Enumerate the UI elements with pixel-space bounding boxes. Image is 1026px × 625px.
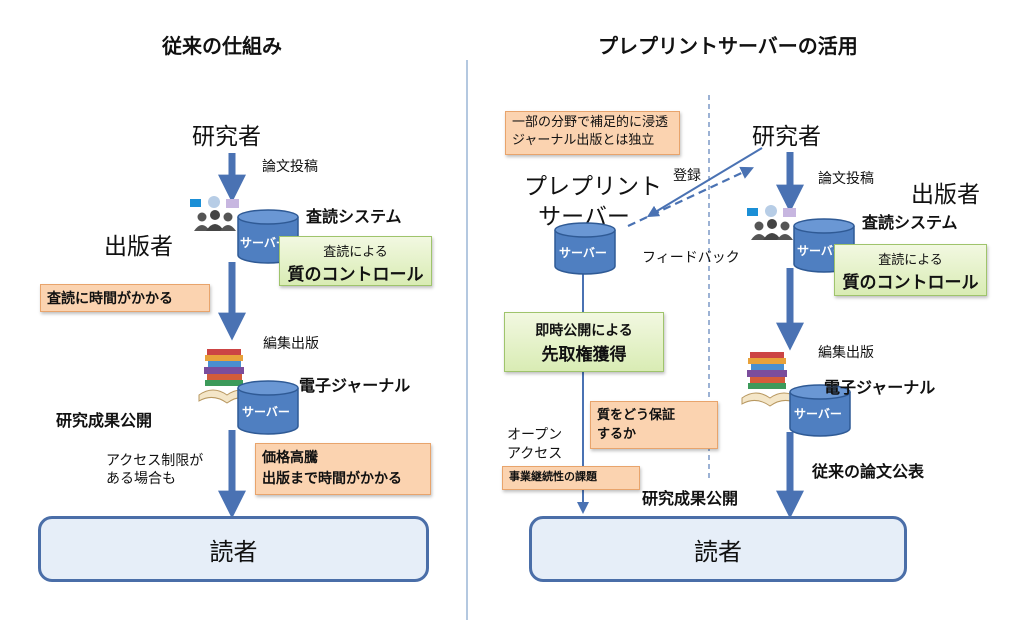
instant-publish-box: 即時公開による 先取権獲得 [504, 312, 664, 372]
left-price-note-line2: 出版まで時間がかかる [262, 471, 402, 487]
left-submission-label: 論文投稿 [262, 159, 318, 175]
open-access-label: オープン アクセス [507, 426, 562, 464]
instant-line1: 即時公開による [535, 323, 633, 339]
left-server2-label: サーバー [242, 405, 290, 419]
left-server-label: サーバー [240, 236, 288, 250]
right-server2-label: サーバー [794, 407, 842, 421]
left-result-publish: 研究成果公開 [56, 411, 153, 430]
right-reader-box: 読者 [529, 516, 907, 582]
left-reader-label: 読者 [209, 537, 258, 566]
left-quality-control: 質のコントロール [287, 265, 424, 285]
left-review-system: 査読システム [306, 207, 402, 226]
open-access-line2: アクセス [507, 446, 563, 462]
business-note: 事業継続性の課題 [502, 466, 640, 490]
feedback-arrow [627, 166, 754, 227]
left-edit-publish: 編集出版 [263, 336, 319, 352]
quality-q-line1: 質をどう保証 [597, 408, 676, 423]
left-access-note-line1: アクセス制限が [106, 453, 204, 469]
right-people-icon [747, 205, 796, 240]
left-title: 従来の仕組み [162, 34, 282, 58]
left-publisher: 出版者 [104, 234, 173, 260]
preprint-db-icon [554, 222, 616, 275]
right-edit-publish: 編集出版 [818, 345, 874, 361]
left-time-note: 査読に時間がかかる [40, 284, 210, 312]
right-ejournal: 電子ジャーナル [824, 378, 936, 397]
left-price-note-line1: 価格高騰 [262, 450, 318, 466]
right-researcher: 研究者 [752, 124, 821, 150]
right-review-by: 査読による [878, 253, 943, 268]
traditional-publish: 従来の論文公表 [812, 462, 925, 481]
right-result-publish: 研究成果公開 [642, 489, 739, 508]
preprint-server-label: サーバー [559, 246, 607, 260]
right-title: プレプリントサーバーの活用 [598, 34, 858, 58]
left-quality-box: 査読による 質のコントロール [279, 236, 432, 286]
right-field-note-line1: 一部の分野で補足的に浸透 [512, 115, 669, 130]
instant-line2: 先取権獲得 [541, 345, 627, 365]
right-ejournal-db-icon [789, 384, 851, 437]
left-review-by: 査読による [323, 245, 388, 260]
right-review-system: 査読システム [862, 213, 958, 232]
left-ejournal-db-icon [237, 380, 299, 435]
right-server-label: サーバー [797, 244, 845, 258]
right-quality-box: 査読による 質のコントロール [834, 244, 987, 296]
preprint-title-line1: プレプリント [524, 174, 662, 200]
people-icon [190, 196, 239, 231]
right-publisher: 出版者 [911, 182, 980, 208]
left-researcher: 研究者 [192, 124, 261, 150]
open-access-line1: オープン [507, 427, 563, 443]
left-access-note-line2: ある場合も [106, 471, 176, 487]
left-ejournal: 電子ジャーナル [299, 376, 411, 395]
left-price-note: 価格高騰 出版まで時間がかかる [255, 443, 431, 495]
right-quality-control: 質のコントロール [842, 273, 979, 293]
left-access-note: アクセス制限が ある場合も [106, 452, 203, 488]
quality-q-line2: するか [597, 427, 637, 442]
register-label: 登録 [673, 168, 701, 184]
right-field-note: 一部の分野で補足的に浸透 ジャーナル出版とは独立 [505, 111, 680, 155]
right-field-note-line2: ジャーナル出版とは独立 [512, 133, 655, 148]
right-reader-label: 読者 [694, 537, 742, 566]
quality-question-note: 質をどう保証 するか [590, 401, 718, 449]
left-reader-box: 読者 [38, 516, 429, 582]
feedback-label: フィードバック [642, 250, 740, 266]
register-arrow [646, 147, 763, 218]
right-books-icon [741, 352, 799, 407]
right-submission-label: 論文投稿 [818, 171, 874, 187]
